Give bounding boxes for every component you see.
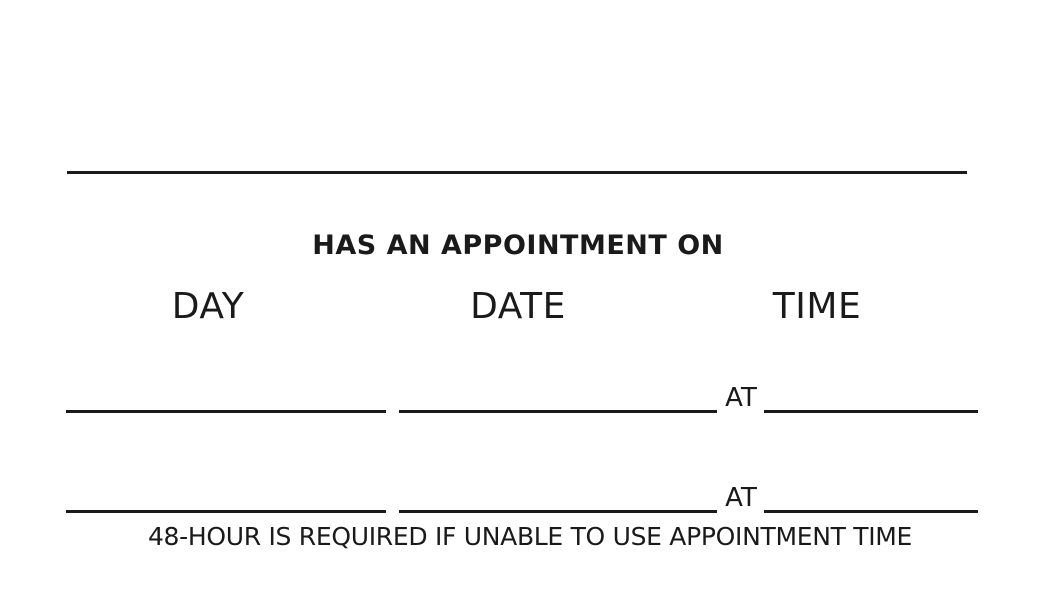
day-column-header: DAY: [171, 286, 245, 327]
headline: HAS AN APPOINTMENT ON: [312, 230, 724, 261]
time-column-header: TIME: [772, 286, 862, 327]
date-field-line[interactable]: [399, 410, 717, 413]
at-label: AT: [725, 483, 757, 513]
cancellation-policy-note: 48-HOUR IS REQUIRED IF UNABLE TO USE APP…: [147, 522, 913, 551]
date-column-header: DATE: [470, 286, 566, 327]
day-field-line[interactable]: [66, 410, 386, 413]
date-field-line[interactable]: [399, 510, 717, 513]
day-field-line[interactable]: [66, 510, 386, 513]
at-label: AT: [725, 383, 757, 413]
patient-name-line[interactable]: [67, 171, 967, 174]
time-field-line[interactable]: [764, 510, 978, 513]
time-field-line[interactable]: [764, 410, 978, 413]
